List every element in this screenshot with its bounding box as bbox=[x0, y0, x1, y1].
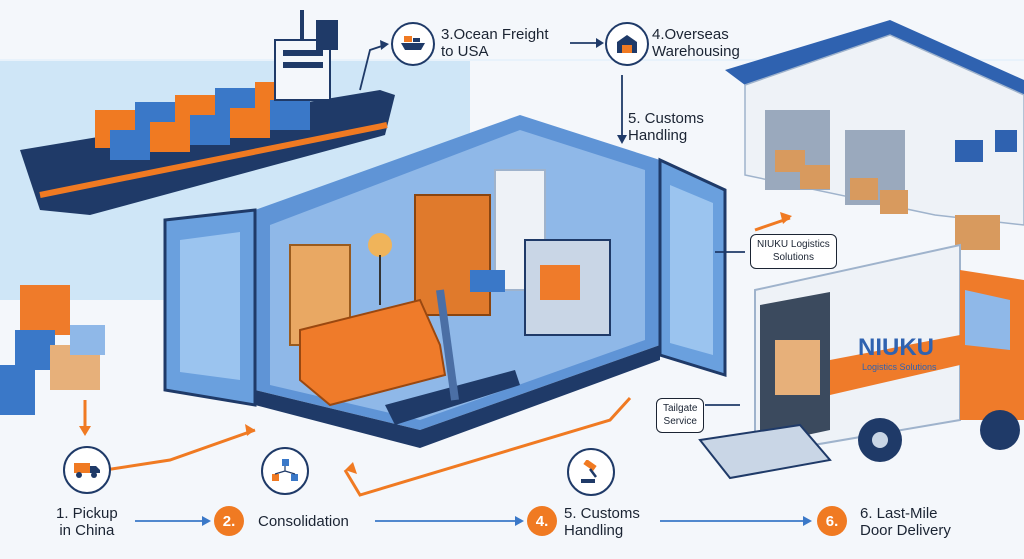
top-arrows bbox=[359, 42, 745, 406]
truck-brand-sub: Logistics Solutions bbox=[862, 362, 937, 372]
consolidation-circle bbox=[261, 447, 309, 495]
niuku-tag: NIUKU Logistics Solutions bbox=[750, 234, 837, 269]
step-number-6: 6. bbox=[817, 506, 847, 536]
cargo-ship bbox=[20, 10, 395, 215]
customs-circle bbox=[567, 448, 615, 496]
step-label-customs-handling: 5. Customs Handling bbox=[564, 505, 640, 540]
step-label-overseas-warehousing: 4.Overseas Warehousing bbox=[652, 26, 740, 61]
box-stack bbox=[0, 285, 105, 415]
truck-icon bbox=[74, 463, 100, 478]
step-number-2: 2. bbox=[214, 506, 244, 536]
warehouse bbox=[725, 20, 1024, 250]
warehouse-icon bbox=[617, 35, 637, 53]
step-label-pickup: 1. Pickup in China bbox=[56, 505, 118, 540]
pickup-circle bbox=[63, 446, 111, 494]
boxes-network-icon bbox=[272, 459, 298, 481]
truck-brand-name: NIUKU bbox=[858, 334, 934, 361]
delivery-truck bbox=[698, 243, 1024, 480]
step-label-consolidation: Consolidation bbox=[258, 513, 349, 530]
ship-circle bbox=[391, 22, 435, 66]
step-label-customs-handling-top: 5. Customs Handling bbox=[628, 110, 704, 145]
gavel-icon bbox=[581, 460, 597, 483]
shipping-container bbox=[163, 115, 727, 448]
step-number-4: 4. bbox=[527, 506, 557, 536]
tailgate-tag: Tailgate Service bbox=[656, 398, 705, 433]
warehouse-circle bbox=[605, 22, 649, 66]
step-label-ocean-freight: 3.Ocean Freight to USA bbox=[441, 26, 549, 61]
flow-arrows bbox=[83, 216, 791, 497]
step-label-last-mile: 6. Last-Mile Door Delivery bbox=[860, 505, 951, 540]
ship-icon bbox=[401, 36, 425, 50]
